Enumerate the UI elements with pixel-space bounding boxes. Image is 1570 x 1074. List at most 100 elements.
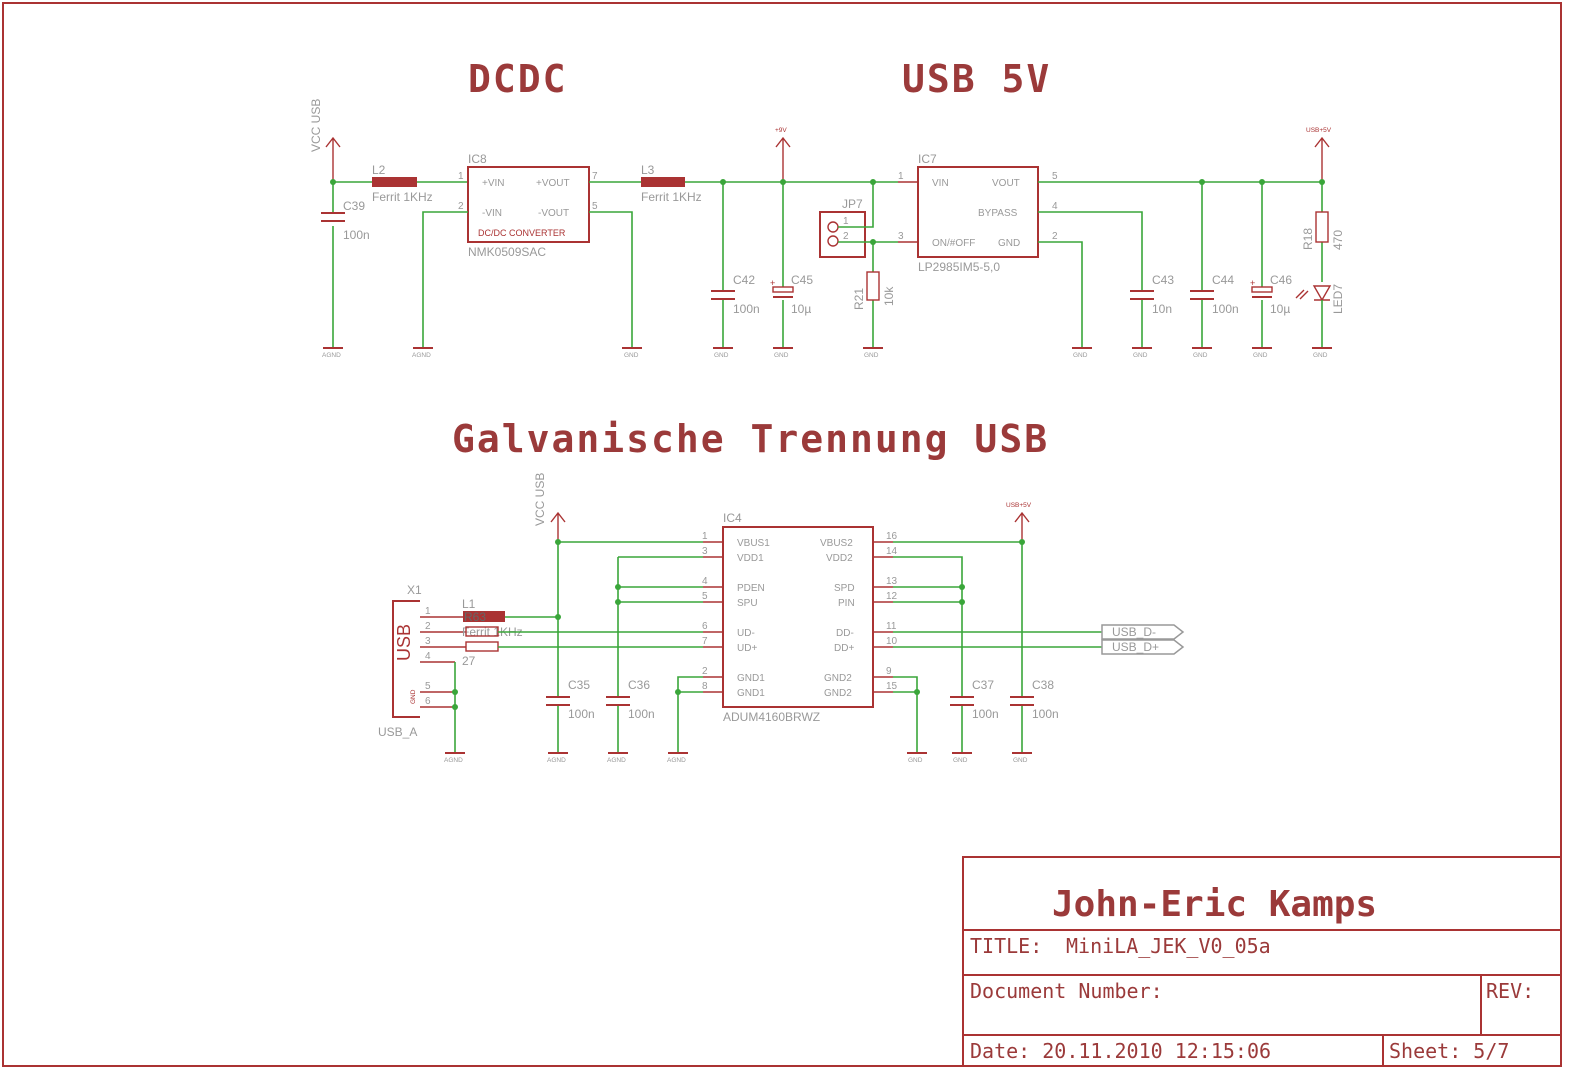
ic4-pin: PIN [838, 598, 855, 609]
author: John-Eric Kamps [1052, 884, 1377, 925]
vcc-usb-label: VCC USB [533, 473, 547, 526]
usb-dp-netlabel [1101, 639, 1185, 655]
c42-value: 100n [733, 302, 760, 316]
usb-dm-netlabel [1101, 624, 1185, 640]
ic7-pin4: 4 [1052, 201, 1058, 212]
ic7-gnd: GND [998, 238, 1020, 249]
ic4-pin-num: 15 [886, 681, 898, 692]
r21-value: 10k [882, 286, 896, 306]
c44-capacitor [1190, 290, 1214, 300]
agnd-label: AGND [322, 352, 341, 359]
jp7-pin2: 2 [843, 231, 849, 242]
c46-value: 10µ [1270, 302, 1290, 316]
title-label: TITLE: [970, 934, 1042, 958]
gnd-label: GND [953, 757, 968, 764]
gnd-label: GND [864, 352, 879, 359]
c36-capacitor [606, 696, 630, 706]
heading-dcdc: DCDC [468, 57, 568, 101]
usb5v-arrow-icon [1014, 511, 1030, 542]
ic4-pin-num: 12 [886, 591, 898, 602]
ic4-pin-num: 7 [702, 636, 708, 647]
agnd-label: AGND [444, 757, 463, 764]
ic4-ud-minus: UD- [737, 628, 755, 639]
led7-name: LED7 [1331, 284, 1345, 314]
c35-name: C35 [568, 678, 590, 692]
x1-pin6: 6 [425, 696, 431, 707]
ic7-pin2: 2 [1052, 231, 1058, 242]
usb5v-section: JP7 1 2 R21 10k GND IC7 LP2985IM5-5,0 VI… [819, 127, 1345, 359]
x1-value: USB_A [378, 725, 417, 739]
galvanic-section: VCC USB X1 USB_A USB GND 1 2 3 4 5 6 AGN… [378, 473, 1185, 764]
ic4-ud-plus: UD+ [737, 643, 757, 654]
svg-text:+: + [1250, 278, 1255, 288]
x1-pin4: 4 [425, 651, 431, 662]
ic4-vbus2: VBUS2 [820, 538, 853, 549]
l1-name: L1 [462, 597, 476, 611]
l3-ferrite [641, 177, 685, 187]
ic4-gnd2-a: GND2 [824, 673, 852, 684]
sheet: Sheet: 5/7 [1389, 1039, 1509, 1063]
ic8-pin7: 7 [592, 171, 598, 182]
c42-capacitor [711, 290, 735, 300]
vcc-usb-label: VCC USB [309, 99, 323, 152]
x1-gnd-label: GND [410, 689, 417, 704]
rev-label: REV: [1486, 979, 1534, 1003]
dcdc-section: VCC USB C39 100n AGND L2 Ferrit 1KHz IC8… [309, 99, 898, 359]
ic4-spd: SPD [834, 583, 855, 594]
led7-diode-icon [1312, 285, 1332, 302]
c37-name: C37 [972, 678, 994, 692]
ic7-value: LP2985IM5-5,0 [918, 260, 1000, 274]
ic4-pden: PDEN [737, 583, 765, 594]
ic4-pin-num: 6 [702, 621, 708, 632]
ic4-name: IC4 [723, 511, 742, 525]
c39-name: C39 [343, 199, 365, 213]
ic4-pin-num: 8 [702, 681, 708, 692]
ic4-pin-num: 1 [702, 531, 708, 542]
usb5v-arrow-icon [1314, 136, 1330, 182]
ic4-spu: SPU [737, 598, 758, 609]
ic7-onoff: ON/#OFF [932, 238, 975, 249]
gnd-label: GND [714, 352, 729, 359]
c44-name: C44 [1212, 273, 1234, 287]
c45-name: C45 [791, 273, 813, 287]
c35-capacitor [546, 696, 570, 706]
ic8-vout-n: -VOUT [538, 208, 569, 219]
gnd-label: GND [1133, 352, 1148, 359]
c39-capacitor [321, 212, 345, 222]
ic7-bypass: BYPASS [978, 208, 1018, 219]
gnd-label: GND [1073, 352, 1088, 359]
ic4-gnd2-b: GND2 [824, 688, 852, 699]
plus9v-label: +9V [775, 127, 787, 134]
c43-name: C43 [1152, 273, 1174, 287]
agnd-label: AGND [547, 757, 566, 764]
ic7-name: IC7 [918, 152, 937, 166]
x1-pin3: 3 [425, 636, 431, 647]
r63-resistor-b [465, 641, 499, 652]
x1-usb-label: USB [394, 624, 414, 661]
docnum-label: Document Number: [970, 979, 1163, 1003]
r18-name: R18 [1301, 228, 1315, 250]
x1-pin2: 2 [425, 621, 431, 632]
ic4-pin-num: 3 [702, 546, 708, 557]
l3-name: L3 [641, 163, 655, 177]
r21-resistor [866, 271, 880, 301]
l2-name: L2 [372, 163, 386, 177]
gnd-label: GND [1013, 757, 1028, 764]
jp7-pin1: 1 [843, 216, 849, 227]
ic8-value: NMK0509SAC [468, 245, 546, 259]
ic4-pin-num: 2 [702, 666, 708, 677]
usb5v-supply-label: USB+5V [1306, 127, 1332, 134]
r21-name: R21 [852, 288, 866, 310]
agnd-label: AGND [667, 757, 686, 764]
r18-value: 470 [1331, 230, 1345, 250]
c37-capacitor [950, 696, 974, 706]
ic4-pin-num: 4 [702, 576, 708, 587]
c35-value: 100n [568, 707, 595, 721]
agnd-label: AGND [607, 757, 626, 764]
usb-dm-label: USB_D- [1112, 625, 1156, 639]
ic4-value: ADUM4160BRWZ [723, 710, 820, 724]
heading-galvanic: Galvanische Trennung USB [452, 417, 1049, 461]
x1-pin5: 5 [425, 681, 431, 692]
